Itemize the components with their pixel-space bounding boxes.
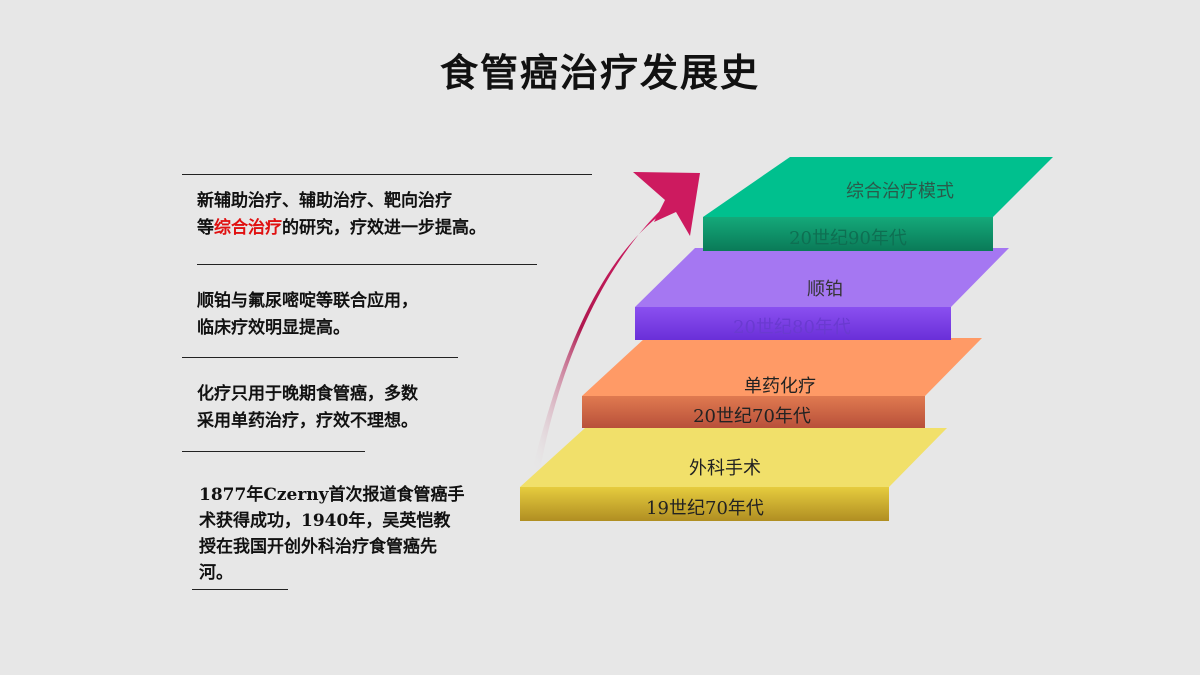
divider-line <box>197 264 537 265</box>
step-front-face <box>520 487 889 521</box>
step-label: 顺铂 <box>807 279 843 300</box>
description-line: 等综合治疗的研究，疗效进一步提高。 <box>197 215 486 242</box>
description-text: 等 <box>197 218 214 238</box>
step-top-face <box>703 157 1053 217</box>
step-era: 20世纪70年代 <box>693 406 811 427</box>
step-top-face <box>520 428 947 487</box>
description-surgery: 1877年Czerny首次报道食管癌手 术获得成功，1940年，吴英恺教 授在我… <box>199 482 465 586</box>
step-comprehensive: 综合治疗模式 20世纪90年代 <box>703 157 1053 251</box>
divider-line <box>182 451 365 452</box>
divider-line <box>182 174 592 175</box>
step-cisplatin: 顺铂 20世纪80年代 <box>635 248 1009 340</box>
description-line: 授在我国开创外科治疗食管癌先 <box>199 537 437 557</box>
description-comprehensive: 新辅助治疗、辅助治疗、靶向治疗 等综合治疗的研究，疗效进一步提高。 <box>197 188 486 242</box>
highlight-text: 综合治疗 <box>214 218 282 238</box>
step-front-face <box>703 217 993 251</box>
step-label: 外科手术 <box>689 458 761 479</box>
divider-line <box>192 589 288 590</box>
step-label: 单药化疗 <box>744 376 816 397</box>
step-top-face <box>582 338 982 396</box>
step-era: 20世纪90年代 <box>789 228 907 249</box>
page-title: 食管癌治疗发展史 <box>439 51 760 95</box>
description-line: 采用单药治疗，疗效不理想。 <box>197 411 418 431</box>
description-chemo: 化疗只用于晚期食管癌，多数 采用单药治疗，疗效不理想。 <box>197 381 418 435</box>
description-line: 化疗只用于晚期食管癌，多数 <box>197 384 418 404</box>
description-line: 1877年Czerny首次报道食管癌手 <box>199 485 465 505</box>
description-line: 新辅助治疗、辅助治疗、靶向治疗 <box>197 191 452 211</box>
description-cisplatin: 顺铂与氟尿嘧啶等联合应用， 临床疗效明显提高。 <box>197 288 418 342</box>
description-line: 河。 <box>199 563 233 583</box>
step-top-face <box>635 248 1009 307</box>
step-front-face <box>635 307 951 340</box>
description-line: 临床疗效明显提高。 <box>197 318 350 338</box>
step-era: 19世纪70年代 <box>646 498 764 519</box>
divider-line <box>182 357 458 358</box>
step-label: 综合治疗模式 <box>846 181 954 202</box>
description-line: 术获得成功，1940年，吴英恺教 <box>199 511 451 531</box>
description-line: 顺铂与氟尿嘧啶等联合应用， <box>197 291 418 311</box>
description-text: 的研究，疗效进一步提高。 <box>282 218 486 238</box>
step-chemo: 单药化疗 20世纪70年代 <box>582 338 982 428</box>
step-era: 20世纪80年代 <box>733 317 851 338</box>
step-front-face <box>582 396 925 428</box>
arrow-head <box>633 172 700 236</box>
step-surgery: 外科手术 19世纪70年代 <box>520 428 947 521</box>
